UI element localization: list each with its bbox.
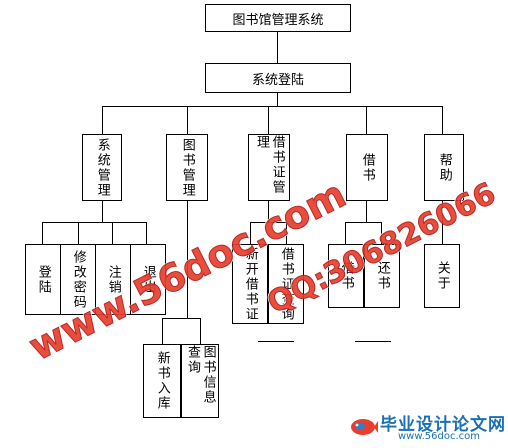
connector [345,222,381,223]
connector [42,222,146,223]
connector [187,106,188,134]
brand-url: www.56doc.com [398,431,481,442]
module-help: 帮助 [424,134,464,201]
node-new-card: 新开借书证 [232,244,268,324]
connector [277,31,278,63]
connector [200,318,201,344]
connector [442,200,443,244]
module-borrow: 借书 [346,134,388,201]
connector [366,106,367,134]
connector [162,318,163,344]
node-borrow-book: 借书 [328,244,364,308]
connector [42,222,43,244]
connector [187,200,188,318]
underline-stub [355,341,391,342]
node-new-book: 新书入库 [143,344,181,418]
module-system-management: 系统管理 [82,134,122,201]
brand-title: 毕业设计论文网 [380,415,506,435]
node-about: 关于 [424,244,460,308]
connector [268,106,269,134]
connector [146,222,147,244]
fish-logo-icon [351,419,378,435]
connector [381,222,382,244]
node-change-password: 修改密码 [60,244,96,315]
connector [345,222,346,244]
connector [366,200,367,222]
connector [286,222,287,244]
node-card-query: 借书证查询 [268,244,304,324]
node-return-book: 还书 [364,244,400,308]
connector [78,222,79,244]
connector [162,318,200,319]
underline-stub [258,341,294,342]
connector [277,92,278,106]
connector [102,106,442,107]
node-login: 登陆 [25,244,61,315]
root-node: 图书馆管理系统 [205,4,351,32]
connector [102,106,103,134]
connector [268,200,269,222]
connector [102,200,103,222]
node-logout: 注销 [95,244,131,315]
node-exit: 退出 [130,244,166,315]
connector [250,222,286,223]
connector [250,222,251,244]
login-node: 系统登陆 [205,63,351,93]
site-logo: 毕业设计论文网 www.56doc.com [348,410,506,444]
module-book-management: 图书管理 [166,134,208,201]
connector [442,106,443,134]
connector [112,222,113,244]
node-book-query: 图书信息查询 [181,344,219,418]
module-card-management: 借书证管理 [248,134,290,201]
